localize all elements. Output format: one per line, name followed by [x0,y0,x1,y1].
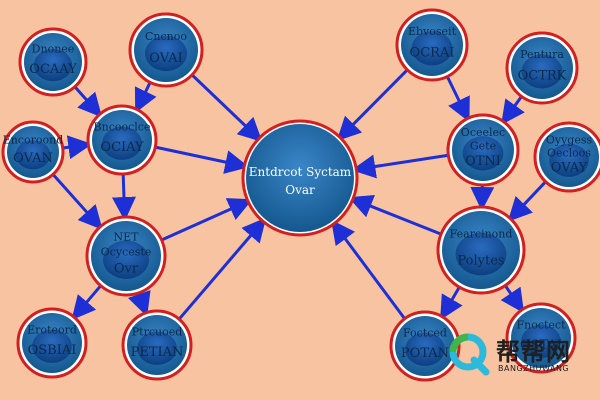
node-n6-label-bottom: OSBIAI [28,343,77,358]
node-n7-label-bottom: PETIAN [131,345,184,360]
node-n10-label-top: Oceelec [461,126,505,139]
center-node-title: Entdrcot Syctam [249,165,352,179]
edge-n5-n6 [71,284,102,321]
edge-n2-n4 [134,81,157,114]
node-n5-label-top: NET [114,230,140,243]
edge-n11-n12 [507,180,547,222]
edge-n8-center [336,68,409,142]
node-n13-label-bottom: POTAN [401,346,449,361]
edge-n12-n14 [500,284,525,314]
edge-layer [51,68,547,321]
node-n9-label-bottom: OCTRK [518,69,567,84]
edge-n5-center [160,198,253,242]
node-n6-label-top: Eroteord [27,323,77,336]
center-node-subtitle: Ovar [285,183,315,197]
node-n7-label-top: Ptrcuoed [132,325,183,338]
edge-n12-center [348,194,442,236]
node-n10-label-bottom: OTNI [465,154,501,169]
watermark-cn-text: 帮帮网 [496,338,571,366]
edge-n1-n4 [73,85,103,118]
edge-n10-center [351,153,449,179]
q-logo-icon [449,333,490,376]
node-n14-label-top: Fnoctect [516,318,566,331]
watermark-en-text: BANGZHUWANG [498,364,570,373]
node-n1-label-top: Dnonee [32,43,75,56]
node-n4-label-bottom: OCIAY [100,140,144,155]
edge-n4-center [154,145,250,174]
node-n12-label-top: Fearcinond [450,228,513,241]
edge-n9-n10 [501,95,525,125]
edge-n8-n10 [445,75,470,123]
edge-n4-n5 [111,173,136,222]
edge-n5-n7 [127,290,151,317]
edge-n2-center [190,73,263,143]
edge-n13-center [331,219,406,320]
node-n5-label-bottom: Ovr [114,262,139,277]
edge-n3-n5 [51,173,103,230]
edge-n3-n4 [62,135,93,160]
edge-n7-center [177,217,267,321]
node-n2-label-bottom: OVAI [149,51,182,66]
node-n8-label-top: Ebvoseit [408,25,457,38]
node-n1-label-bottom: OCAAY [29,62,77,77]
node-n8-label-bottom: OCRAI [410,46,455,61]
node-n13-label-top: Foctced [403,326,447,339]
node-n4-label-top: Bncooclce [94,120,151,133]
node-n11-label-middle: Oecloos [547,146,591,159]
node-n11-label-top: Oyygess [546,134,593,147]
node-n5-label-middle: Ocyceste [101,245,152,258]
node-n12-label-bottom: Polytes [457,253,504,268]
node-n3-label-bottom: OVAN [13,151,53,166]
node-n10-label-middle: Gete [470,139,496,152]
node-n2-label-top: Cncnoo [145,30,187,43]
node-n11-label-bottom: OVAY [551,160,588,175]
watermark-logo: 帮帮网 BANGZHUWANG [446,326,598,386]
node-n3-label-top: Encoroond [3,134,64,147]
edge-n12-n13 [440,286,463,321]
node-n9-label-top: Pentura [520,48,564,61]
node-n14-label-bottom: OSTAI [520,338,562,353]
